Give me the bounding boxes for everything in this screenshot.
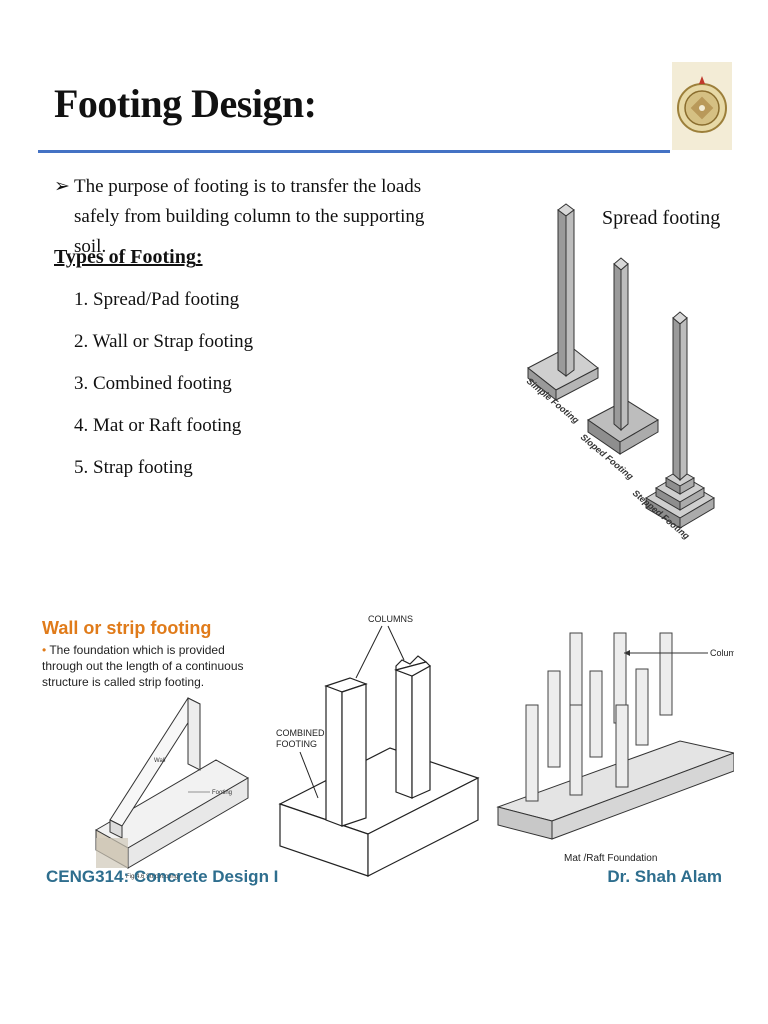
types-heading-text: Types of Footing: [54, 246, 196, 268]
sloped-footing-drawing: [587, 257, 659, 455]
mat-foundation-caption: Mat /Raft Foundation: [564, 853, 657, 864]
footer-course: CENG314: Concrete Design I: [46, 867, 279, 886]
strip-footing-caption: Fig.4.6 Strip footing: [126, 874, 178, 880]
strip-footing-panel: Wall or strip footing • The foundation w…: [38, 610, 256, 880]
footer-author: Dr. Shah Alam: [607, 867, 722, 886]
strip-footing-description: • The foundation which is provided throu…: [42, 642, 254, 690]
strip-footing-text: The foundation which is provided through…: [42, 643, 244, 689]
list-item: 1. Spread/Pad footing: [74, 289, 240, 310]
list-item: 4. Mat or Raft footing: [74, 415, 242, 436]
strip-footing-drawing: Wall Footing Fig.4.6 Strip footing: [94, 697, 250, 880]
spread-footing-label: Spread footing: [602, 207, 721, 229]
title-divider: [38, 150, 670, 153]
bullet-dot-icon: •: [42, 643, 50, 657]
types-heading: Types of Footing:: [54, 246, 203, 269]
footing-label: Footing: [212, 790, 232, 796]
university-logo: [672, 62, 732, 150]
mat-foundation-drawing: Columns Mat /Raft Foundation: [496, 632, 734, 864]
types-list: 1. Spread/Pad footing 2. Wall or Strap f…: [74, 286, 253, 496]
purpose-text: The purpose of footing is to transfer th…: [74, 176, 425, 257]
wall-label: Wall: [154, 758, 165, 764]
purpose-bullet: ➢ The purpose of footing is to transfer …: [54, 172, 454, 262]
slide: Footing Design: ➢ The purpose of footing…: [38, 60, 734, 960]
list-item: 3. Combined footing: [74, 373, 232, 394]
mat-columns-label: Columns: [710, 648, 734, 658]
combined-footing-drawing: COLUMNS COMBINED FOOTING: [276, 614, 480, 877]
simple-footing-drawing: [527, 203, 599, 402]
list-item: 2. Wall or Strap footing: [74, 331, 254, 352]
arrow-bullet-icon: ➢: [54, 176, 70, 197]
combined-footing-label-line1: COMBINED: [276, 728, 325, 738]
columns-label: COLUMNS: [368, 614, 413, 624]
page-title: Footing Design:: [54, 81, 317, 126]
spread-footing-illustration: Simple Footing Sloped Footing Stepped Fo…: [525, 203, 715, 541]
strip-footing-title: Wall or strip footing: [42, 618, 212, 638]
types-heading-colon: :: [195, 246, 203, 268]
combined-footing-label-line2: FOOTING: [276, 739, 317, 749]
list-item: 5. Strap footing: [74, 457, 193, 478]
mat-columns: [525, 632, 673, 802]
stepped-footing-drawing: [645, 311, 715, 529]
